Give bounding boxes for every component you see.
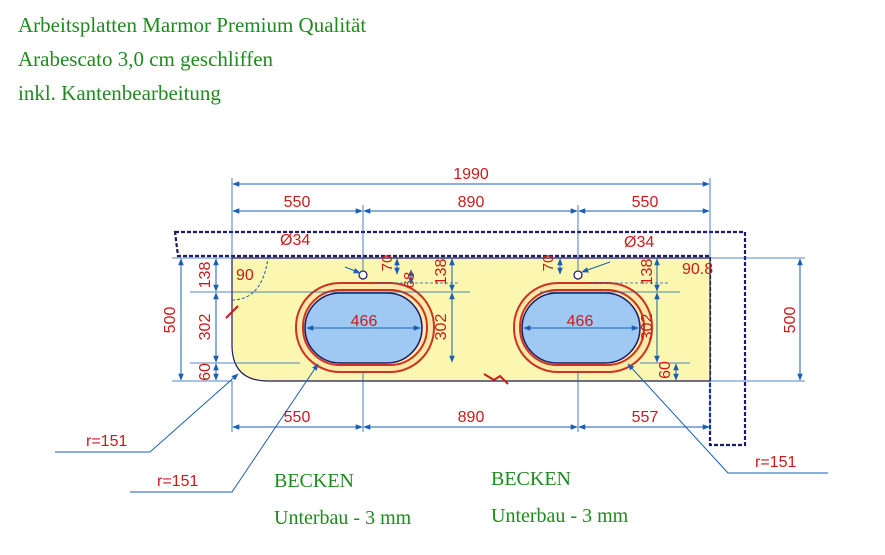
tap-offset-2: 70 — [540, 255, 557, 272]
tap-hole-1 — [358, 270, 368, 280]
tap-diameter-1: Ø34 — [280, 232, 310, 249]
sink1-v-mid: 302 — [433, 314, 450, 341]
rim-offset-1: 68 — [401, 272, 418, 289]
tap-diameter-2: Ø34 — [624, 234, 654, 251]
extension-lines — [172, 178, 805, 432]
sink2-width: 466 — [567, 313, 594, 330]
break-mark-bottom — [483, 373, 509, 385]
note-2-subtitle: Unterbau - 3 mm — [491, 505, 629, 527]
tap-offset-1: 70 — [379, 255, 396, 272]
wall-outline — [173, 230, 747, 447]
header-line-1: Arbeitsplatten Marmor Premium Qualität — [18, 13, 367, 37]
dim-top-3: 550 — [632, 194, 659, 211]
dim-depth-right: 500 — [782, 307, 799, 334]
dim-total-width: 1990 — [453, 166, 489, 183]
tap-hole-2 — [573, 270, 583, 280]
note-2-title: BECKEN — [491, 468, 571, 490]
radius-label-3: r=151 — [755, 454, 796, 471]
dim-depth-left: 500 — [162, 307, 179, 334]
dim-left-mid: 302 — [197, 314, 214, 341]
sink1-v-top: 138 — [433, 259, 450, 286]
dim-top-1: 550 — [284, 194, 311, 211]
radius-label-2: r=151 — [157, 473, 198, 490]
note-1-title: BECKEN — [274, 470, 354, 492]
dim-bottom-2: 890 — [458, 409, 485, 426]
dim-bottom-1: 550 — [284, 409, 311, 426]
corner-angle-left: 90 — [236, 267, 254, 284]
dim-left-bottom: 60 — [197, 363, 214, 381]
corner-arc-left — [231, 257, 269, 301]
header-line-2: Arabescato 3,0 cm geschliffen — [18, 47, 274, 71]
note-1-subtitle: Unterbau - 3 mm — [274, 507, 412, 529]
sink2-v-top: 138 — [639, 259, 656, 286]
header-text: Arbeitsplatten Marmor Premium Qualität A… — [18, 8, 366, 110]
dim-left-top: 138 — [197, 262, 214, 289]
break-mark-left — [225, 305, 239, 319]
radius-label-1: r=151 — [86, 433, 127, 450]
sink2-v-mid: 302 — [639, 314, 656, 341]
corner-angle-right: 90.8 — [682, 261, 713, 278]
dim-bottom-3: 557 — [632, 409, 659, 426]
sink1-width: 466 — [351, 313, 378, 330]
dimension-lines — [178, 181, 803, 430]
dim-top-2: 890 — [458, 194, 485, 211]
sink2-v-bottom: 60 — [657, 361, 674, 379]
leader-lines — [55, 261, 828, 493]
header-line-3: inkl. Kantenbearbeitung — [18, 81, 221, 105]
